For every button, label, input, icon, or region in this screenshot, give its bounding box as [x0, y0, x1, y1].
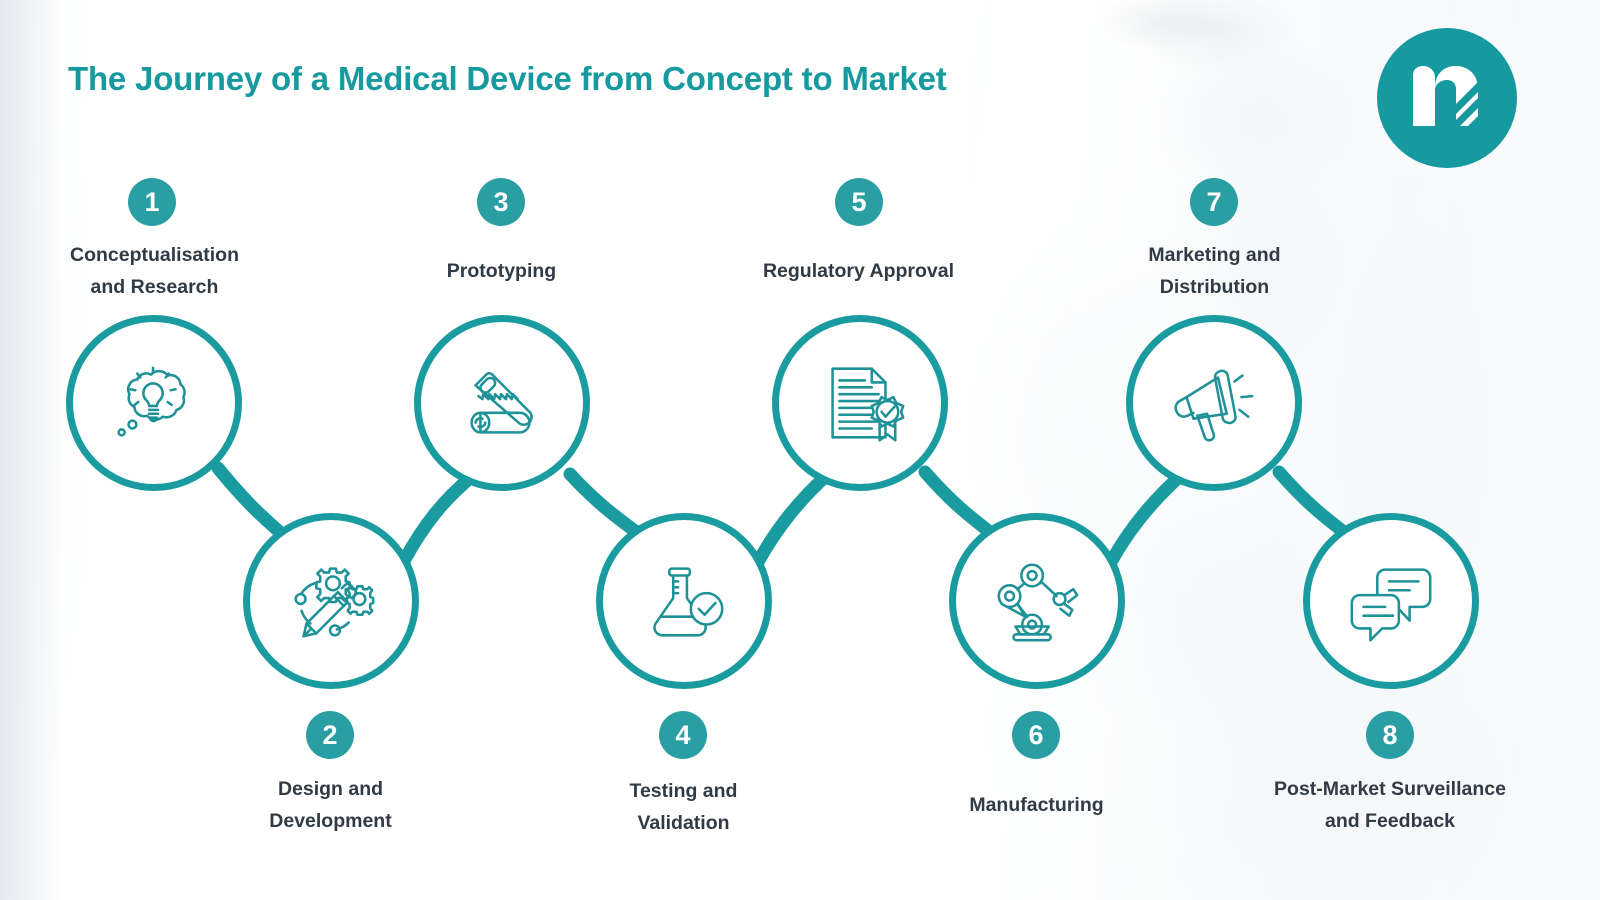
- step-label-8: Post-Market Surveillance and Feedback: [1274, 778, 1506, 832]
- step-node-7[interactable]: [1126, 315, 1302, 491]
- thought-bubble-lightbulb-icon: [117, 366, 186, 437]
- step-number-3: 3: [493, 186, 509, 217]
- background-left-edge: [0, 0, 62, 900]
- step-number-4: 4: [675, 719, 691, 750]
- step-label-5: Regulatory Approval: [762, 260, 955, 282]
- step-label-6: Manufacturing: [969, 794, 1104, 816]
- speech-bubbles-icon: [1350, 568, 1432, 642]
- step-badge-1: 1: [128, 178, 176, 226]
- step-node-4[interactable]: [596, 513, 772, 689]
- step-node-5[interactable]: [772, 315, 948, 491]
- step-node-1[interactable]: [66, 315, 242, 491]
- step-node-2[interactable]: [243, 513, 419, 689]
- step-label-4: Testing and Validation: [629, 780, 738, 834]
- step-number-2: 2: [322, 719, 338, 750]
- megaphone-icon: [1174, 369, 1254, 442]
- step-number-1: 1: [144, 186, 160, 217]
- flask-check-icon: [653, 567, 724, 637]
- step-badge-2: 2: [306, 711, 354, 759]
- step-node-8[interactable]: [1303, 513, 1479, 689]
- step-label-2: Design and Development: [269, 778, 392, 832]
- step-badge-6: 6: [1012, 711, 1060, 759]
- step-badge-5: 5: [835, 178, 883, 226]
- step-node-6[interactable]: [949, 513, 1125, 689]
- page-title: The Journey of a Medical Device from Con…: [68, 60, 947, 97]
- step-number-7: 7: [1206, 186, 1222, 217]
- step-node-3[interactable]: [414, 315, 590, 491]
- pencil-gears-icon: [294, 567, 375, 638]
- step-badge-8: 8: [1366, 711, 1414, 759]
- robotic-arm-icon: [997, 563, 1079, 642]
- certificate-seal-icon: [831, 367, 905, 442]
- saw-log-icon: [470, 372, 533, 434]
- step-label-3: Prototyping: [446, 260, 557, 282]
- logo-m-icon: [1413, 66, 1484, 137]
- brand-logo: [1377, 28, 1517, 168]
- step-number-5: 5: [851, 186, 867, 217]
- step-number-6: 6: [1028, 719, 1044, 750]
- step-badge-3: 3: [477, 178, 525, 226]
- step-number-8: 8: [1382, 719, 1398, 750]
- step-badge-4: 4: [659, 711, 707, 759]
- step-label-1: Conceptualisation and Research: [69, 244, 240, 298]
- step-label-7: Marketing and Distribution: [1148, 244, 1281, 298]
- step-badge-7: 7: [1190, 178, 1238, 226]
